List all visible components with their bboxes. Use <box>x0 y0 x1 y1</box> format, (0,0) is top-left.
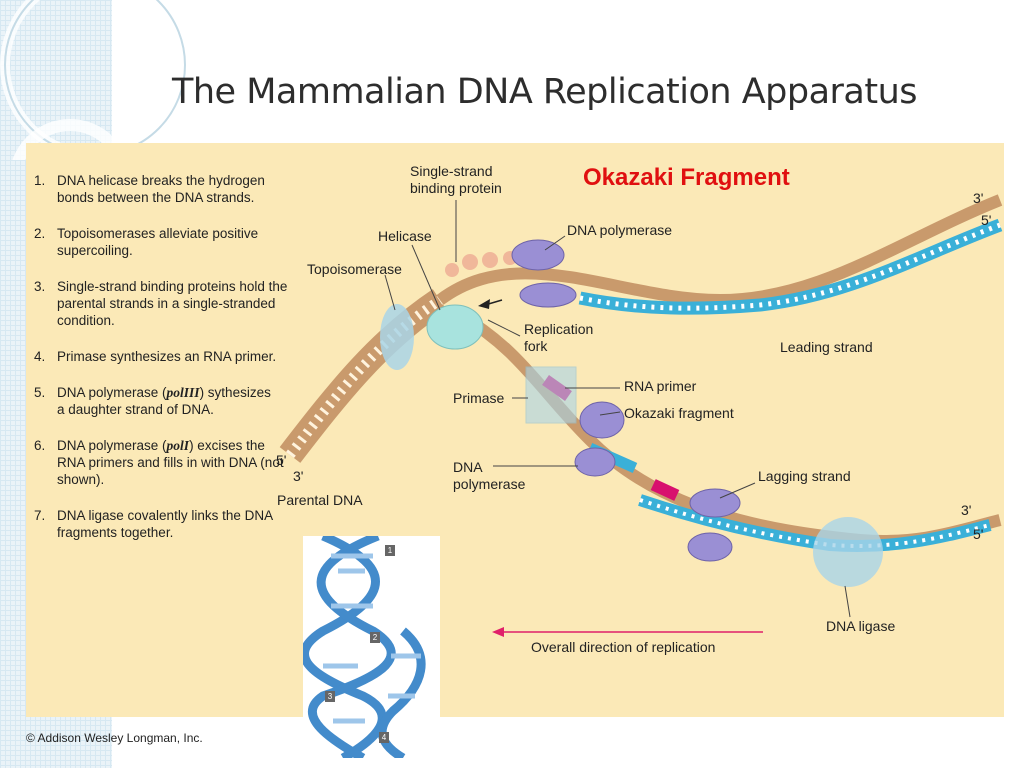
direction-arrowhead <box>492 627 504 637</box>
step-item: 6. DNA polymerase (polI) excises the RNA … <box>34 437 287 488</box>
step-item: 5. DNA polymerase (polIII) sythesizes a d… <box>34 384 277 418</box>
okazaki-fragment-heading: Okazaki Fragment <box>583 164 790 191</box>
base-pairs <box>286 295 443 459</box>
step-text: DNA helicase breaks the hydrogen bonds b… <box>57 173 265 205</box>
step-text: Primase synthesizes an RNA primer. <box>57 349 277 364</box>
end-label: 3' <box>973 190 984 206</box>
inset-marker: 1 <box>385 545 395 556</box>
label-dna-polymerase-bottom: DNA polymerase <box>453 459 526 492</box>
step-item: 4. Primase synthesizes an RNA primer. <box>34 348 304 365</box>
step-item: 7. DNA ligase covalently links the DNA fr… <box>34 507 297 541</box>
topoisomerase <box>380 304 414 370</box>
label-topoisomerase: Topoisomerase <box>307 261 402 277</box>
steps-list: 1. DNA helicase breaks the hydrogen bonds… <box>34 172 304 541</box>
step-text-pre: DNA polymerase ( <box>57 385 167 400</box>
inset-marker: 2 <box>370 632 380 643</box>
step-item: 3. Single-strand binding proteins hold th… <box>34 278 304 329</box>
label-lagging-strand: Lagging strand <box>758 468 851 484</box>
label-leader-lines <box>384 200 851 618</box>
dna-ligase <box>813 517 883 587</box>
step-number: 2. <box>34 226 46 241</box>
diagram-panel <box>26 143 1004 717</box>
inset-marker: 3 <box>325 691 335 702</box>
end-label: 5' <box>981 212 992 228</box>
label-primase: Primase <box>453 390 505 406</box>
step-text-post: ) excises the RNA primers and fills in w… <box>57 438 284 487</box>
step-item: 1. DNA helicase breaks the hydrogen bonds… <box>34 172 304 206</box>
label-dna-ligase: DNA ligase <box>826 618 896 634</box>
label-replication-fork: Replication fork <box>524 321 594 354</box>
step-text: Single-strand binding proteins hold the … <box>57 279 288 328</box>
enzyme-name: polIII <box>166 385 200 400</box>
leading-template-strand <box>436 194 1003 307</box>
label-leading-strand: Leading strand <box>780 339 873 355</box>
step-number: 7. <box>34 508 46 523</box>
label-okazaki-fragment: Okazaki fragment <box>624 405 734 421</box>
dna-polymerase-lagging <box>574 401 741 562</box>
fork-arrowhead <box>478 299 490 309</box>
step-number: 6. <box>34 438 46 453</box>
end-label: 5' <box>276 452 287 468</box>
primase <box>525 366 577 424</box>
end-label: 3' <box>293 468 304 484</box>
slide-title: The Mammalian DNA Replication Apparatus <box>172 72 918 112</box>
step-item: 2. Topoisomerases alleviate positive supe… <box>34 225 304 259</box>
double-helix-inset: 1 2 3 4 <box>303 536 440 758</box>
copyright-notice: © Addison Wesley Longman, Inc. <box>26 731 203 745</box>
label-helicase: Helicase <box>378 228 432 244</box>
leading-rungs <box>579 222 1001 311</box>
single-strand-binding-proteins <box>445 251 517 277</box>
step-number: 3. <box>34 279 46 294</box>
label-parental-dna: Parental DNA <box>277 492 363 508</box>
double-helix-illustration <box>303 536 426 758</box>
step-text-post: ) sythesizes a daughter strand of DNA. <box>57 385 271 417</box>
helicase <box>426 304 484 350</box>
end-label: 5' <box>973 526 984 542</box>
step-text: DNA ligase covalently links the DNA frag… <box>57 508 273 540</box>
enzyme-name: polI <box>166 438 190 453</box>
step-number: 1. <box>34 173 46 188</box>
label-ssb: Single-strand binding protein <box>410 163 502 196</box>
lagging-rungs <box>639 498 991 548</box>
step-number: 5. <box>34 385 46 400</box>
inset-marker: 4 <box>379 732 389 743</box>
label-rna-primer: RNA primer <box>624 378 697 394</box>
step-number: 4. <box>34 349 46 364</box>
step-text: Topoisomerases alleviate positive superc… <box>57 226 259 258</box>
label-overall-direction: Overall direction of replication <box>531 639 716 655</box>
dna-polymerase-leading <box>511 239 577 308</box>
parental-duplex <box>279 289 448 463</box>
label-dna-polymerase-top: DNA polymerase <box>567 222 673 238</box>
rna-primer-2 <box>650 479 680 501</box>
end-label: 3' <box>961 502 972 518</box>
step-text-pre: DNA polymerase ( <box>57 438 167 453</box>
